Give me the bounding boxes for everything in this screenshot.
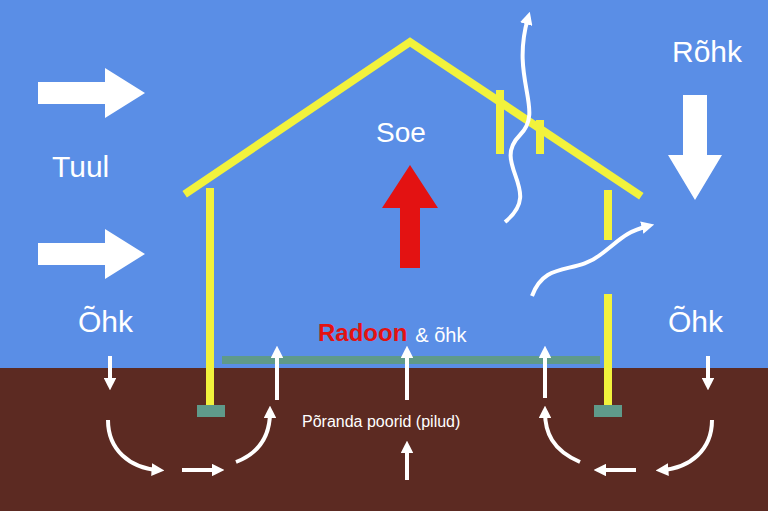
label: Rõhk xyxy=(672,35,742,68)
label: Õhk xyxy=(78,305,133,338)
wind-arrow xyxy=(38,229,145,279)
sky xyxy=(0,0,768,368)
foundation xyxy=(594,405,622,417)
air-flow xyxy=(108,18,712,480)
warm-air-arrow xyxy=(382,165,438,268)
label: Tuul xyxy=(52,150,109,183)
label: Õhk xyxy=(668,305,723,338)
label: Põranda poorid (pilud) xyxy=(302,413,460,431)
label: Soe xyxy=(376,118,426,149)
label: Radoon xyxy=(318,320,407,346)
pressure-arrow xyxy=(668,95,722,200)
foundation xyxy=(197,405,225,417)
label: & õhk xyxy=(415,324,466,346)
house-outline xyxy=(188,42,638,408)
ground xyxy=(0,368,768,511)
wind-arrow xyxy=(38,68,145,118)
